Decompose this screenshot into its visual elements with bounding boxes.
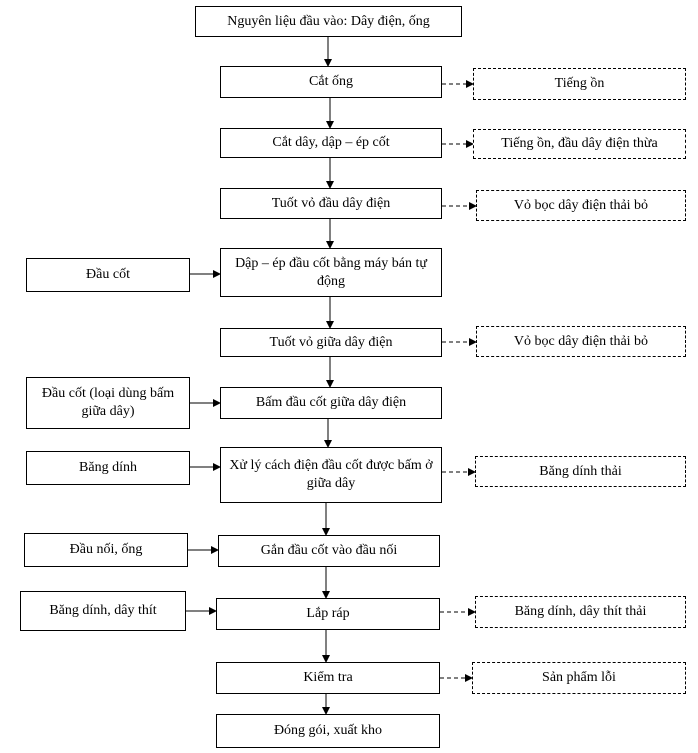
process-step-cut-tube: Cắt ống [220, 66, 442, 98]
process-step-insulate-middle-crimp: Xử lý cách điện đầu cốt được bấm ở giữa … [220, 447, 442, 503]
output-noise: Tiếng ồn [473, 68, 686, 100]
process-step-crimp-middle: Bấm đầu cốt giữa dây điện [220, 387, 442, 419]
input-tape-cable-tie: Băng dính, dây thít [20, 591, 186, 631]
output-defective-products: Sản phẩm lỗi [472, 662, 686, 694]
input-tape: Băng dính [26, 451, 190, 485]
process-step-attach-connector: Gắn đầu cốt vào đầu nối [218, 535, 440, 567]
output-insulation-waste-2: Vỏ bọc dây điện thải bỏ [476, 326, 686, 357]
output-insulation-waste-1: Vỏ bọc dây điện thải bỏ [476, 190, 686, 221]
process-step-strip-wire-end: Tuốt vỏ đầu dây điện [220, 188, 442, 219]
process-step-input-materials: Nguyên liệu đầu vào: Dây điện, ống [195, 6, 462, 37]
output-tape-waste: Băng dính thải [475, 456, 686, 487]
input-terminal: Đầu cốt [26, 258, 190, 292]
process-step-strip-wire-middle: Tuốt vỏ giữa dây điện [220, 328, 442, 357]
process-step-cut-wire-crimp: Cắt dây, dập – ép cốt [220, 128, 442, 158]
process-step-semi-auto-crimp: Dập – ép đầu cốt bằng máy bán tự động [220, 248, 442, 297]
process-step-assembly: Lắp ráp [216, 598, 440, 630]
process-step-packing-dispatch: Đóng gói, xuất kho [216, 714, 440, 748]
output-noise-wire-waste: Tiếng ồn, đầu dây điện thừa [473, 129, 686, 159]
output-tape-tie-waste: Băng dính, dây thít thải [475, 596, 686, 628]
input-connector-tube: Đầu nối, ống [24, 533, 188, 567]
input-middle-terminal: Đầu cốt (loại dùng bấm giữa dây) [26, 377, 190, 429]
process-step-inspection: Kiểm tra [216, 662, 440, 694]
